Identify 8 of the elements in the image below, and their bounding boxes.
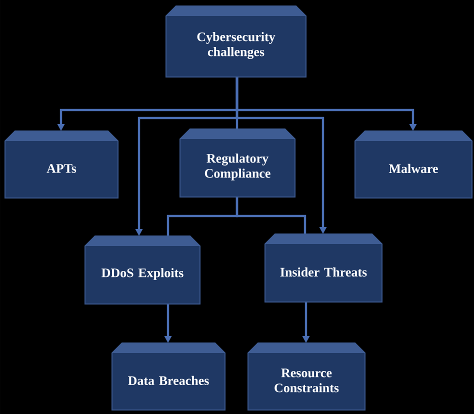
process-box: Malware [354,130,472,198]
process-box: Resource Constraints [248,342,366,410]
process-box: Cybersecurity challenges [166,6,306,78]
process-box: Regulatory Compliance [180,128,296,198]
process-box: Data Breaches [112,342,226,410]
process-box: DDoS Exploits [84,236,200,304]
process-box: Insider Threats [264,234,382,302]
process-box: APTs [4,130,118,198]
